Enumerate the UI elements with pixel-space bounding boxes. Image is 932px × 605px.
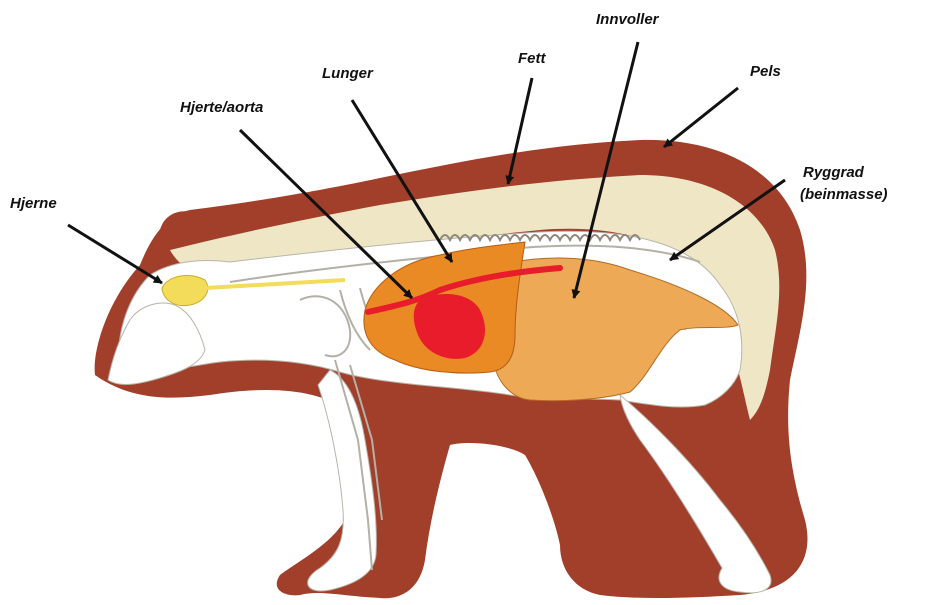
label-ryggrad: Ryggrad [803,164,865,181]
label-fett: Fett [518,50,547,67]
label-pels: Pels [750,63,781,80]
label-hjerte-aorta: Hjerte/aorta [180,99,263,116]
label-hjerne: Hjerne [10,195,57,212]
arrow-pels [664,88,738,147]
label-innvoller: Innvoller [596,11,660,28]
label-lunger: Lunger [322,65,374,82]
brain [162,276,208,306]
label-beinmasse: (beinmasse) [800,186,888,203]
